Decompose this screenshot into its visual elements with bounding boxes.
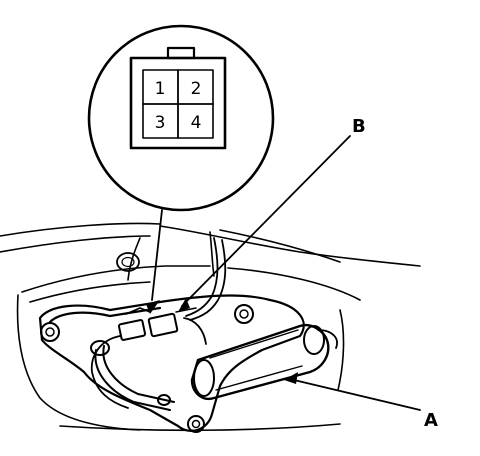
connector-magnifier: [87, 24, 275, 212]
callout-a-label: A: [424, 410, 438, 431]
pin-4-label: 4: [191, 113, 202, 133]
callout-b-arrowhead: [178, 298, 190, 312]
mount-bolt-left: [40, 322, 60, 342]
callout-b-leader: [181, 135, 351, 307]
mount-bolt-right: [234, 304, 254, 324]
wire-harness: [90, 237, 227, 409]
pin-1-label: 1: [155, 79, 166, 99]
mounting-plate: [38, 294, 305, 432]
leader-lines: [151, 135, 421, 411]
crank-arm: [90, 340, 175, 411]
pin-2-label: 2: [191, 79, 202, 99]
magnifier-leader: [151, 209, 163, 301]
panel-grommet: [116, 252, 140, 272]
mount-bolt-bottom: [187, 415, 205, 433]
magnifier-arrowhead: [146, 300, 160, 314]
callout-a-leader: [293, 379, 421, 411]
body-panel: [0, 222, 421, 432]
harness-connector: [117, 307, 197, 341]
wiper-motor: [190, 323, 338, 401]
pin-3-label: 3: [155, 113, 166, 133]
callout-b-label: B: [352, 116, 366, 137]
connector-lock-tab: [166, 46, 196, 60]
callout-a-arrowhead: [284, 372, 298, 384]
